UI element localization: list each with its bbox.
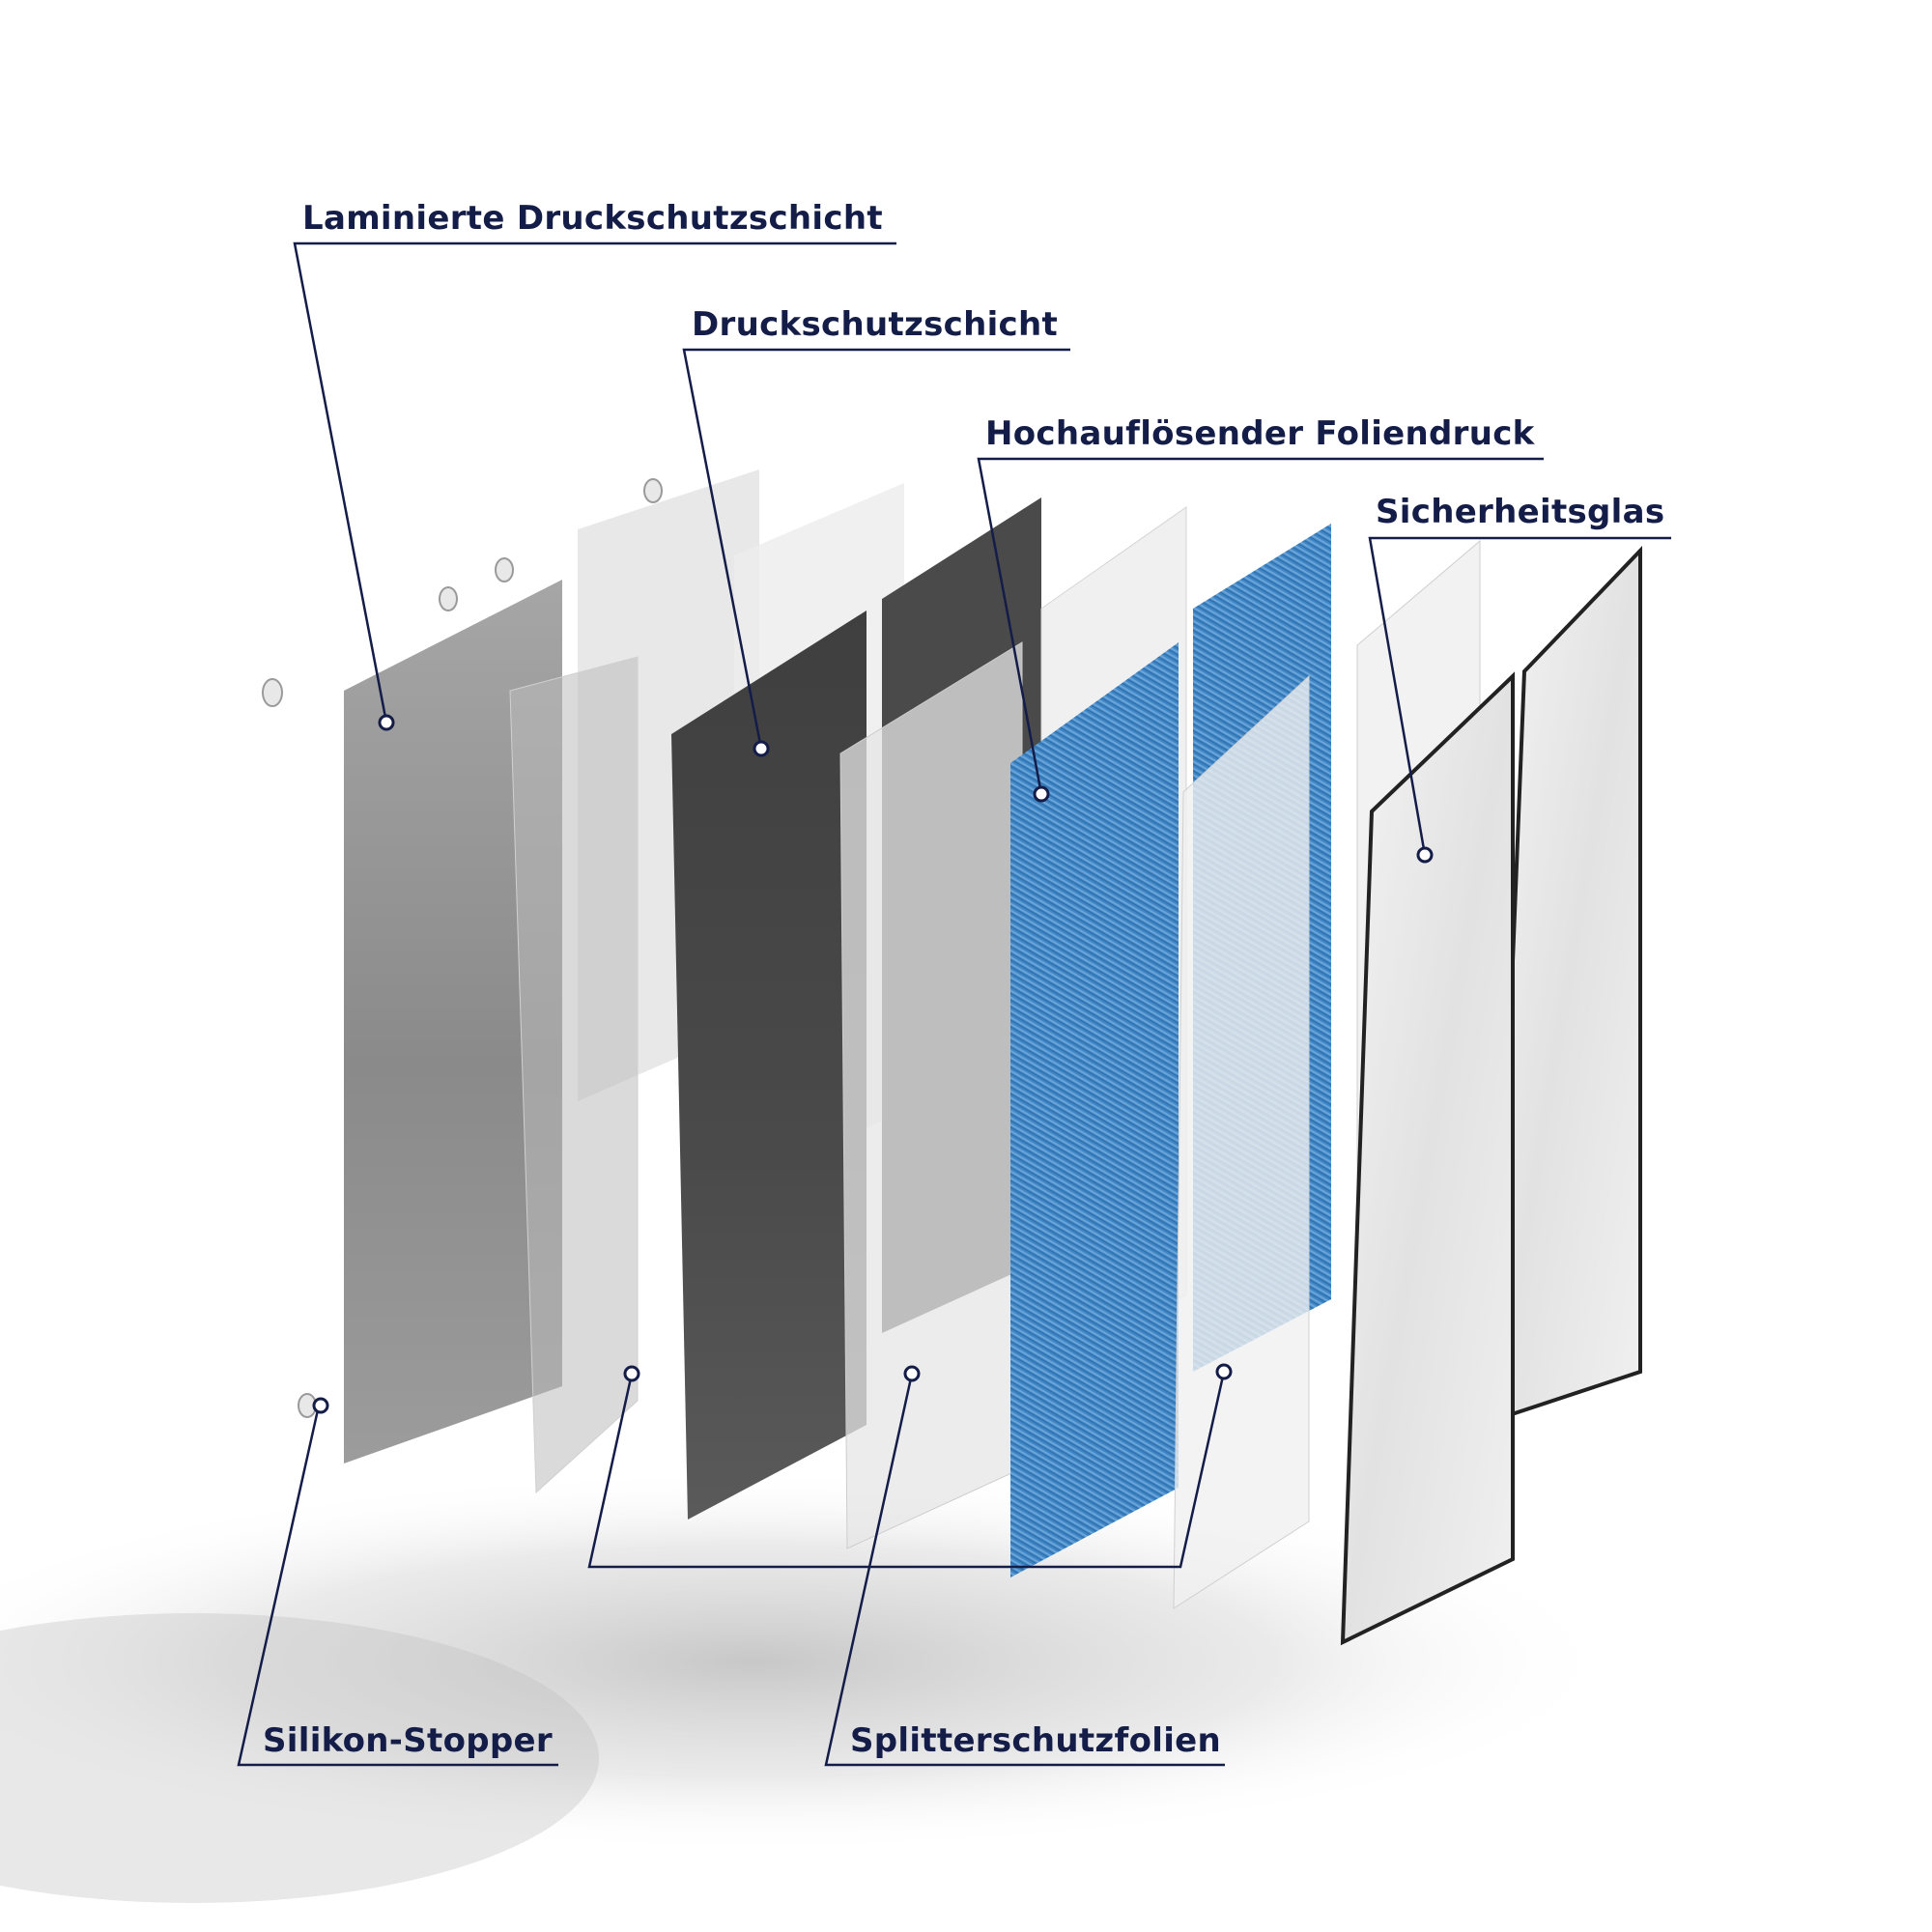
clear-panel-2 [839, 641, 1023, 1549]
grey-panel-front [344, 580, 562, 1463]
dark-panel-front [671, 611, 867, 1520]
leader-lines [237, 242, 1671, 1767]
label-protection-layer: Druckschutzschicht [692, 305, 1059, 344]
silicone-stoppers [262, 478, 663, 1418]
glass-panel-back [1492, 546, 1642, 1423]
print-panel-front [1010, 642, 1179, 1577]
glass-panel-front [1340, 671, 1515, 1646]
clear-panel-3 [1173, 674, 1310, 1609]
label-print-film: Hochauflösender Foliendruck [985, 414, 1535, 453]
label-splinter-films: Splitterschutzfolien [850, 1721, 1222, 1760]
label-laminated-layer: Laminierte Druckschutzschicht [302, 199, 883, 238]
floor-shadow-left [0, 1613, 599, 1903]
leader-dots [312, 714, 1434, 1414]
label-silicone-stopper: Silikon-Stopper [263, 1721, 553, 1760]
label-safety-glass: Sicherheitsglas [1376, 493, 1665, 531]
clear-panel-1 [509, 656, 639, 1494]
